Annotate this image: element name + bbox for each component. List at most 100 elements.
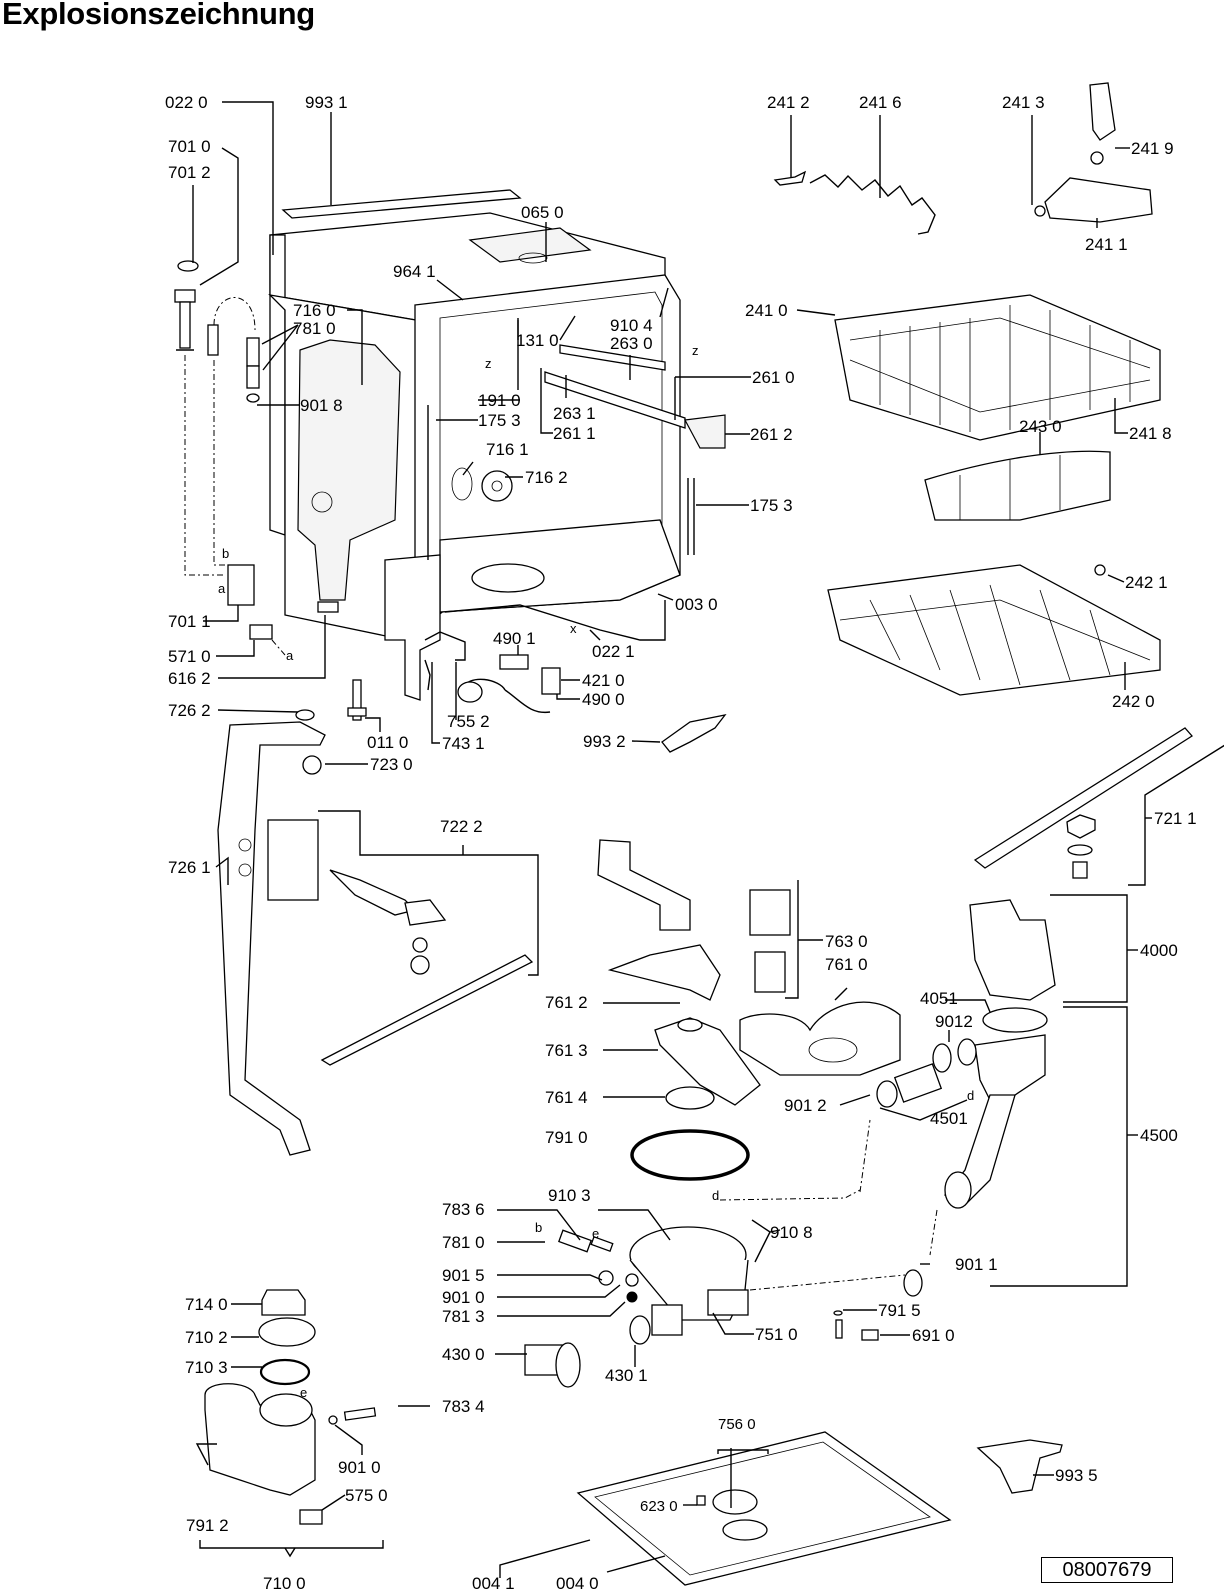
salt-container-assembly <box>199 1289 384 1558</box>
label-4051: 4051 <box>920 989 958 1008</box>
label-710-0: 710 0 <box>263 1574 306 1591</box>
label-243-0: 243 0 <box>1019 417 1062 436</box>
label-791-0: 791 0 <box>545 1128 588 1147</box>
inner-side-panel <box>297 339 401 601</box>
label-175-3-left: 175 3 <box>478 411 521 430</box>
micro-filter-plate <box>739 1001 901 1076</box>
document-number: 08007679 <box>1062 1558 1152 1581</box>
label-022-0: 022 0 <box>165 93 208 112</box>
rack-adjuster <box>1089 82 1116 141</box>
letter-b: b <box>535 1220 542 1235</box>
label-022-1: 022 1 <box>592 642 635 661</box>
label-901-1: 901 1 <box>955 1255 998 1274</box>
label-4500: 4500 <box>1140 1126 1178 1145</box>
document-number-box: 08007679 <box>1041 1557 1173 1583</box>
letter-a: a <box>286 648 294 663</box>
label-4501: 4501 <box>930 1109 968 1128</box>
label-242-1: 242 1 <box>1125 573 1168 592</box>
salt-ring-nut <box>258 1317 316 1347</box>
label-004-1: 004 1 <box>472 1574 515 1591</box>
letter-d: d <box>712 1188 719 1203</box>
label-710-2: 710 2 <box>185 1328 228 1347</box>
label-751-0: 751 0 <box>755 1325 798 1344</box>
sump-opening <box>471 563 545 593</box>
drain-pump-housing <box>651 1304 683 1336</box>
label-781-0-lower: 781 0 <box>442 1233 485 1252</box>
label-242-0: 242 0 <box>1112 692 1155 711</box>
salt-cap <box>261 1289 306 1316</box>
pump-sump-assembly <box>524 839 1056 1388</box>
label-716-2: 716 2 <box>525 468 568 487</box>
label-791-2: 791 2 <box>186 1516 229 1535</box>
label-783-6: 783 6 <box>442 1200 485 1219</box>
label-263-0: 263 0 <box>610 334 653 353</box>
label-901-2: 901 2 <box>784 1096 827 1115</box>
fine-filter <box>754 951 786 993</box>
label-490-0: 490 0 <box>582 690 625 709</box>
letter-e: e <box>592 1226 599 1241</box>
label-003-0: 003 0 <box>675 595 718 614</box>
letter-e: e <box>300 1385 307 1400</box>
salt-sensor <box>299 1509 323 1525</box>
label-065-0: 065 0 <box>521 203 564 222</box>
coarse-filter <box>749 889 791 936</box>
part-labels: 022 0 993 1 701 0 701 2 065 0 964 1 716 … <box>165 93 1197 1591</box>
label-241-9: 241 9 <box>1131 139 1174 158</box>
label-175-3-right: 175 3 <box>750 496 793 515</box>
base-plate <box>576 1431 952 1586</box>
label-691-0: 691 0 <box>912 1326 955 1345</box>
label-910-8: 910 8 <box>770 1223 813 1242</box>
label-191-0: 191 0 <box>478 391 521 410</box>
supply-pipe <box>597 839 691 931</box>
salt-funnel <box>976 1439 1063 1494</box>
label-9012: 9012 <box>935 1012 973 1031</box>
letter-z: z <box>485 356 492 371</box>
circulation-pump-heater <box>969 899 1056 1001</box>
label-490-1: 490 1 <box>493 629 536 648</box>
label-131-0: 131 0 <box>516 331 559 350</box>
lower-spray-arm <box>320 869 534 1066</box>
label-571-0: 571 0 <box>168 647 211 666</box>
label-761-4: 761 4 <box>545 1088 588 1107</box>
label-716-0: 716 0 <box>293 301 336 320</box>
upper-basket <box>834 294 1161 441</box>
upper-spray-arm <box>973 727 1193 879</box>
label-781-3: 781 3 <box>442 1307 485 1326</box>
hub-nut <box>302 755 322 775</box>
label-901-8: 901 8 <box>300 396 343 415</box>
inlet-grille <box>481 470 513 502</box>
top-sensor-strip <box>468 227 592 263</box>
label-756-0: 756 0 <box>718 1416 756 1433</box>
label-430-1: 430 1 <box>605 1366 648 1385</box>
label-791-5: 791 5 <box>878 1301 921 1320</box>
label-241-1: 241 1 <box>1085 235 1128 254</box>
filter-bracket <box>607 944 721 1001</box>
basket-accessories <box>773 82 1153 576</box>
label-993-2: 993 2 <box>583 732 626 751</box>
label-761-0: 761 0 <box>825 955 868 974</box>
seal-ring <box>665 1086 715 1110</box>
spray-arm-bar <box>320 954 534 1066</box>
label-726-2: 726 2 <box>168 701 211 720</box>
label-781-0-upper: 781 0 <box>293 319 336 338</box>
label-241-0: 241 0 <box>745 301 788 320</box>
label-421-0: 421 0 <box>582 671 625 690</box>
label-261-1: 261 1 <box>553 424 596 443</box>
wrench-tool <box>661 714 727 753</box>
inlet-valve-bracket <box>227 564 255 606</box>
electrical-parts <box>424 631 727 753</box>
dishwasher-tub-cabinet <box>268 189 726 701</box>
spray-arm-supply-column <box>217 709 326 1156</box>
label-743-1: 743 1 <box>442 734 485 753</box>
letter-x: x <box>570 621 577 636</box>
label-783-4: 783 4 <box>442 1397 485 1416</box>
label-722-2: 722 2 <box>440 817 483 836</box>
label-755-2: 755 2 <box>447 712 490 731</box>
label-723-0: 723 0 <box>370 755 413 774</box>
cutlery-basket <box>924 450 1111 521</box>
label-910-3: 910 3 <box>548 1186 591 1205</box>
letter-b: b <box>222 546 229 561</box>
label-901-0-upper: 901 0 <box>442 1288 485 1307</box>
inlet-assembly <box>174 260 367 721</box>
